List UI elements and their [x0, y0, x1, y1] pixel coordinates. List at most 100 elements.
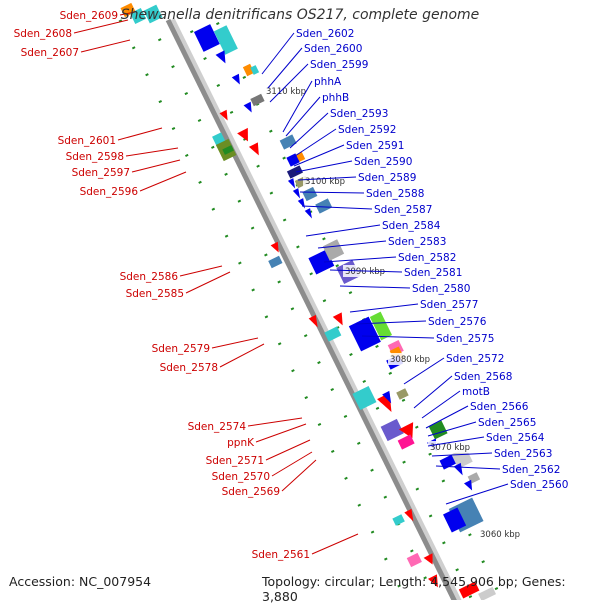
gene-arrow	[382, 390, 392, 404]
gene-arrow	[304, 208, 312, 219]
gene-block	[193, 24, 220, 52]
reverse-leader	[247, 417, 303, 427]
forward-leader	[282, 80, 313, 133]
forward-leader	[295, 160, 353, 173]
forward-label: Sden_2582	[398, 252, 456, 264]
gene-block	[428, 420, 448, 440]
gene-arrow	[237, 127, 248, 142]
reverse-label: Sden_2609	[60, 10, 118, 22]
ruler-label-bg	[264, 85, 310, 97]
gene-arrow	[270, 241, 279, 253]
forward-leader	[403, 357, 445, 385]
forward-leader	[445, 483, 509, 505]
gene-block	[279, 134, 297, 150]
ruler-label-bg	[388, 353, 434, 365]
forward-leader	[413, 375, 453, 409]
ruler-label: 3090 kbp	[345, 267, 385, 277]
reverse-leader	[80, 39, 131, 53]
reverse-label: Sden_2570	[212, 471, 270, 483]
forward-leader	[421, 390, 461, 419]
forward-label: Sden_2568	[454, 371, 512, 383]
gene-block	[443, 507, 467, 533]
forward-leader	[299, 191, 365, 194]
gene-block	[406, 552, 422, 568]
forward-label: Sden_2577	[420, 299, 478, 311]
gene-block	[458, 581, 480, 599]
forward-leader	[301, 205, 373, 210]
reverse-label: Sden_2579	[152, 343, 210, 355]
forward-label: Sden_2589	[358, 172, 416, 184]
gene-arrow	[231, 73, 240, 85]
reverse-leader	[185, 271, 231, 294]
reverse-leader	[281, 459, 317, 492]
forward-leader	[425, 405, 469, 429]
forward-label: Sden_2590	[354, 156, 412, 168]
forward-leader	[427, 421, 477, 437]
reverse-leader	[211, 337, 259, 349]
label-leaders	[73, 11, 509, 555]
gene-arrow	[398, 422, 414, 439]
forward-label: motB	[462, 386, 490, 398]
forward-leader	[297, 176, 357, 181]
reverse-label: Sden_2585	[126, 288, 184, 300]
forward-leader	[431, 452, 493, 457]
forward-label: Sden_2593	[330, 108, 388, 120]
gene-arrow	[332, 312, 343, 326]
gene-arrow	[423, 553, 433, 565]
gene-labels: Sden_2602Sden_2600Sden_2599phhAphhBSden_…	[14, 10, 569, 561]
forward-leader	[323, 256, 397, 263]
reverse-leader	[311, 533, 359, 555]
reverse-label: Sden_2569	[222, 486, 280, 498]
forward-label: Sden_2563	[494, 448, 552, 460]
forward-leader	[285, 96, 321, 137]
gene-arrow	[308, 314, 318, 328]
gene-arrow	[243, 101, 252, 113]
gene-block	[242, 63, 255, 77]
forward-label: Sden_2566	[470, 401, 529, 413]
reverse-leader	[219, 343, 265, 368]
gene-block	[268, 255, 283, 269]
forward-leader	[349, 303, 419, 313]
reverse-label: Sden_2586	[120, 271, 179, 283]
gene-arrow	[292, 188, 301, 199]
forward-label: phhA	[314, 76, 342, 88]
forward-leader	[289, 112, 329, 149]
reverse-leader	[73, 19, 129, 34]
ruler-label: 3080 kbp	[390, 355, 430, 365]
reverse-leader	[179, 265, 223, 277]
gene-arrow	[219, 109, 228, 121]
forward-label: Sden_2576	[428, 316, 487, 328]
reverse-leader	[117, 127, 163, 141]
ruler-label: 3100 kbp	[305, 177, 345, 187]
forward-label: Sden_2572	[446, 353, 504, 365]
page-title: Shewanella denitrificans OS217, complete…	[120, 7, 480, 23]
forward-label: Sden_2564	[486, 432, 545, 444]
gene-block	[213, 25, 238, 55]
reverse-label: Sden_2578	[160, 362, 218, 374]
gene-arrow	[287, 178, 296, 189]
gene-block	[250, 93, 265, 107]
forward-label: Sden_2560	[510, 479, 568, 491]
gene-block	[222, 145, 234, 155]
gene-block	[250, 65, 260, 75]
forward-label: Sden_2587	[374, 204, 432, 216]
forward-leader	[291, 128, 337, 159]
forward-label: Sden_2583	[388, 236, 446, 248]
ruler-label: 3110 kbp	[266, 87, 306, 97]
reverse-label: Sden_2597	[72, 167, 130, 179]
forward-leader	[317, 240, 387, 249]
gene-block	[397, 434, 415, 450]
forward-leader	[269, 63, 309, 103]
gene-block	[315, 198, 333, 214]
accession-text: Accession: NC_007954	[9, 574, 152, 589]
gene-block	[286, 165, 304, 179]
forward-leader	[267, 47, 303, 89]
genome-backbone	[165, 18, 457, 600]
gene-block	[392, 514, 405, 526]
ruler-label: 3070 kbp	[430, 443, 470, 453]
tick-line	[148, 19, 438, 600]
reverse-label: ppnK	[227, 437, 255, 449]
reverse-leader	[255, 423, 307, 443]
reverse-leader	[139, 171, 187, 192]
forward-label: Sden_2565	[478, 417, 536, 429]
